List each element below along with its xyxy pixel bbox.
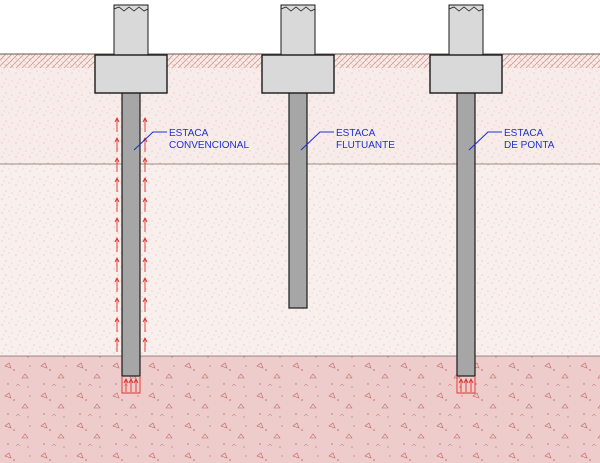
friction-arrow-left-conventional-212-head	[114, 196, 120, 203]
pile-label-line1-end-bearing: ESTACA	[504, 128, 544, 139]
tip-arrow-conventional-0-head	[123, 377, 129, 384]
friction-arrow-left-conventional-192-head	[114, 176, 120, 183]
pile-shaft-floating	[288, 91, 308, 309]
friction-arrow-left-conventional-292-head	[114, 276, 120, 283]
column-break-line-conventional	[113, 6, 149, 12]
friction-arrow-left-conventional-132-head	[114, 116, 120, 123]
column-break-line-floating	[280, 6, 316, 12]
friction-arrow-left-conventional-232-head	[114, 216, 120, 223]
tip-bracket-conventional	[121, 376, 141, 394]
leader-line-conventional	[133, 131, 167, 151]
column-conventional	[113, 4, 149, 57]
tip-arrow-conventional-2-head	[133, 377, 139, 384]
friction-arrow-left-conventional-352-head	[114, 336, 120, 343]
pile-label-line2-end-bearing: DE PONTA	[504, 140, 555, 151]
friction-arrow-right-conventional-312-head	[142, 296, 148, 303]
tip-arrow-end-bearing-1-head	[463, 377, 469, 384]
friction-arrow-left-conventional-312-head	[114, 296, 120, 303]
tip-arrow-end-bearing-2-head	[468, 377, 474, 384]
pile-label-line1-conventional: ESTACA	[169, 128, 209, 139]
friction-arrow-right-conventional-332-head	[142, 316, 148, 323]
pile-cap-conventional	[94, 54, 168, 94]
soil-layer-bottom-texture	[0, 356, 600, 463]
friction-arrow-left-conventional-332-head	[114, 316, 120, 323]
friction-arrow-left-conventional-152-head	[114, 136, 120, 143]
pile-cap-end-bearing	[429, 54, 503, 94]
pile-label-line2-floating: FLUTUANTE	[336, 140, 395, 151]
pile-label-line1-floating: ESTACA	[336, 128, 376, 139]
column-break-line-end-bearing	[448, 6, 484, 12]
friction-arrow-right-conventional-272-head	[142, 256, 148, 263]
friction-arrow-right-conventional-252-head	[142, 236, 148, 243]
column-floating	[280, 4, 316, 57]
friction-arrow-left-conventional-172-head	[114, 156, 120, 163]
friction-arrow-right-conventional-192-head	[142, 176, 148, 183]
tip-arrow-end-bearing-0-head	[458, 377, 464, 384]
friction-arrow-right-conventional-172-head	[142, 156, 148, 163]
tip-bracket-end-bearing	[456, 376, 476, 394]
pile-shaft-conventional	[121, 91, 141, 377]
piles-layer: ESTACACONVENCIONALESTACAFLUTUANTEESTACAD…	[94, 4, 555, 394]
friction-arrow-right-conventional-292-head	[142, 276, 148, 283]
column-end-bearing	[448, 4, 484, 57]
pile-cap-floating	[261, 54, 335, 94]
friction-arrow-right-conventional-352-head	[142, 336, 148, 343]
friction-arrow-right-conventional-212-head	[142, 196, 148, 203]
tip-arrow-conventional-1-head	[128, 377, 134, 384]
friction-arrow-left-conventional-252-head	[114, 236, 120, 243]
friction-arrow-left-conventional-272-head	[114, 256, 120, 263]
leader-line-end-bearing	[468, 131, 502, 151]
friction-arrow-right-conventional-132-head	[142, 116, 148, 123]
friction-arrow-right-conventional-232-head	[142, 216, 148, 223]
pile-label-line2-conventional: CONVENCIONAL	[169, 140, 249, 151]
leader-line-floating	[300, 131, 334, 151]
pile-shaft-end-bearing	[456, 91, 476, 377]
